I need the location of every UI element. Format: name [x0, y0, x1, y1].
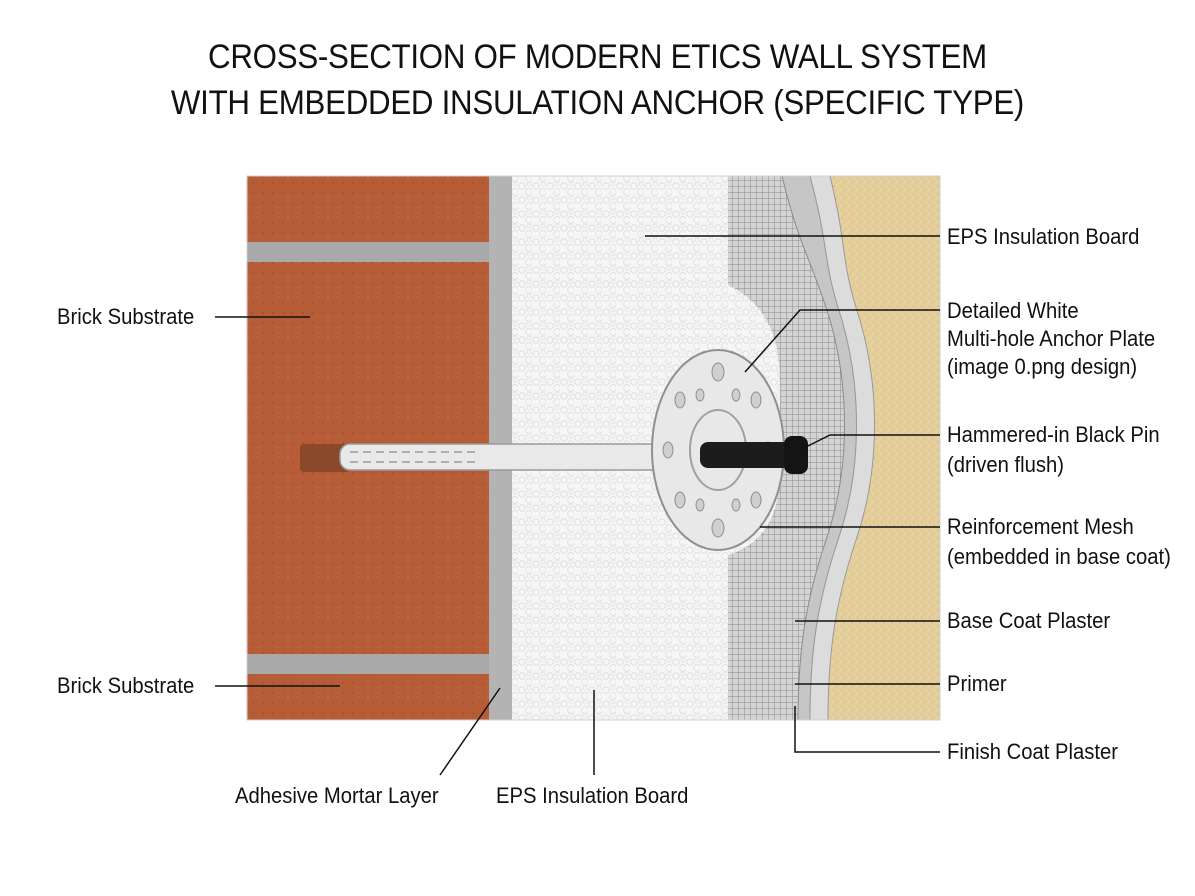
primer-layer — [809, 176, 875, 720]
label-eps-bottom: EPS Insulation Board — [496, 783, 689, 808]
label-plate-line3: (image 0.png design) — [947, 354, 1138, 379]
label-plate-line2: Multi-hole Anchor Plate — [947, 326, 1156, 351]
label-finish-coat: Finish Coat Plaster — [947, 739, 1118, 764]
label-pin-line1: Hammered-in Black Pin — [947, 422, 1160, 447]
label-brick-top: Brick Substrate — [57, 304, 195, 329]
label-eps-top: EPS Insulation Board — [947, 224, 1140, 249]
label-pin-line2: (driven flush) — [947, 452, 1064, 477]
label-plate-line1: Detailed White — [947, 298, 1079, 323]
black-pin — [700, 436, 808, 474]
label-base-coat: Base Coat Plaster — [947, 608, 1111, 633]
label-primer: Primer — [947, 671, 1007, 696]
diagram-title-line1: CROSS-SECTION OF MODERN ETICS WALL SYSTE… — [208, 38, 987, 76]
leader-lines — [215, 235, 940, 776]
diagram-title-line2: WITH EMBEDDED INSULATION ANCHOR (SPECIFI… — [170, 84, 1025, 122]
label-mesh-line1: Reinforcement Mesh — [947, 514, 1134, 539]
label-mesh-line2: (embedded in base coat) — [947, 544, 1171, 569]
label-brick-bottom: Brick Substrate — [57, 673, 195, 698]
insulation-anchor — [300, 443, 671, 472]
label-adhesive: Adhesive Mortar Layer — [235, 783, 439, 808]
